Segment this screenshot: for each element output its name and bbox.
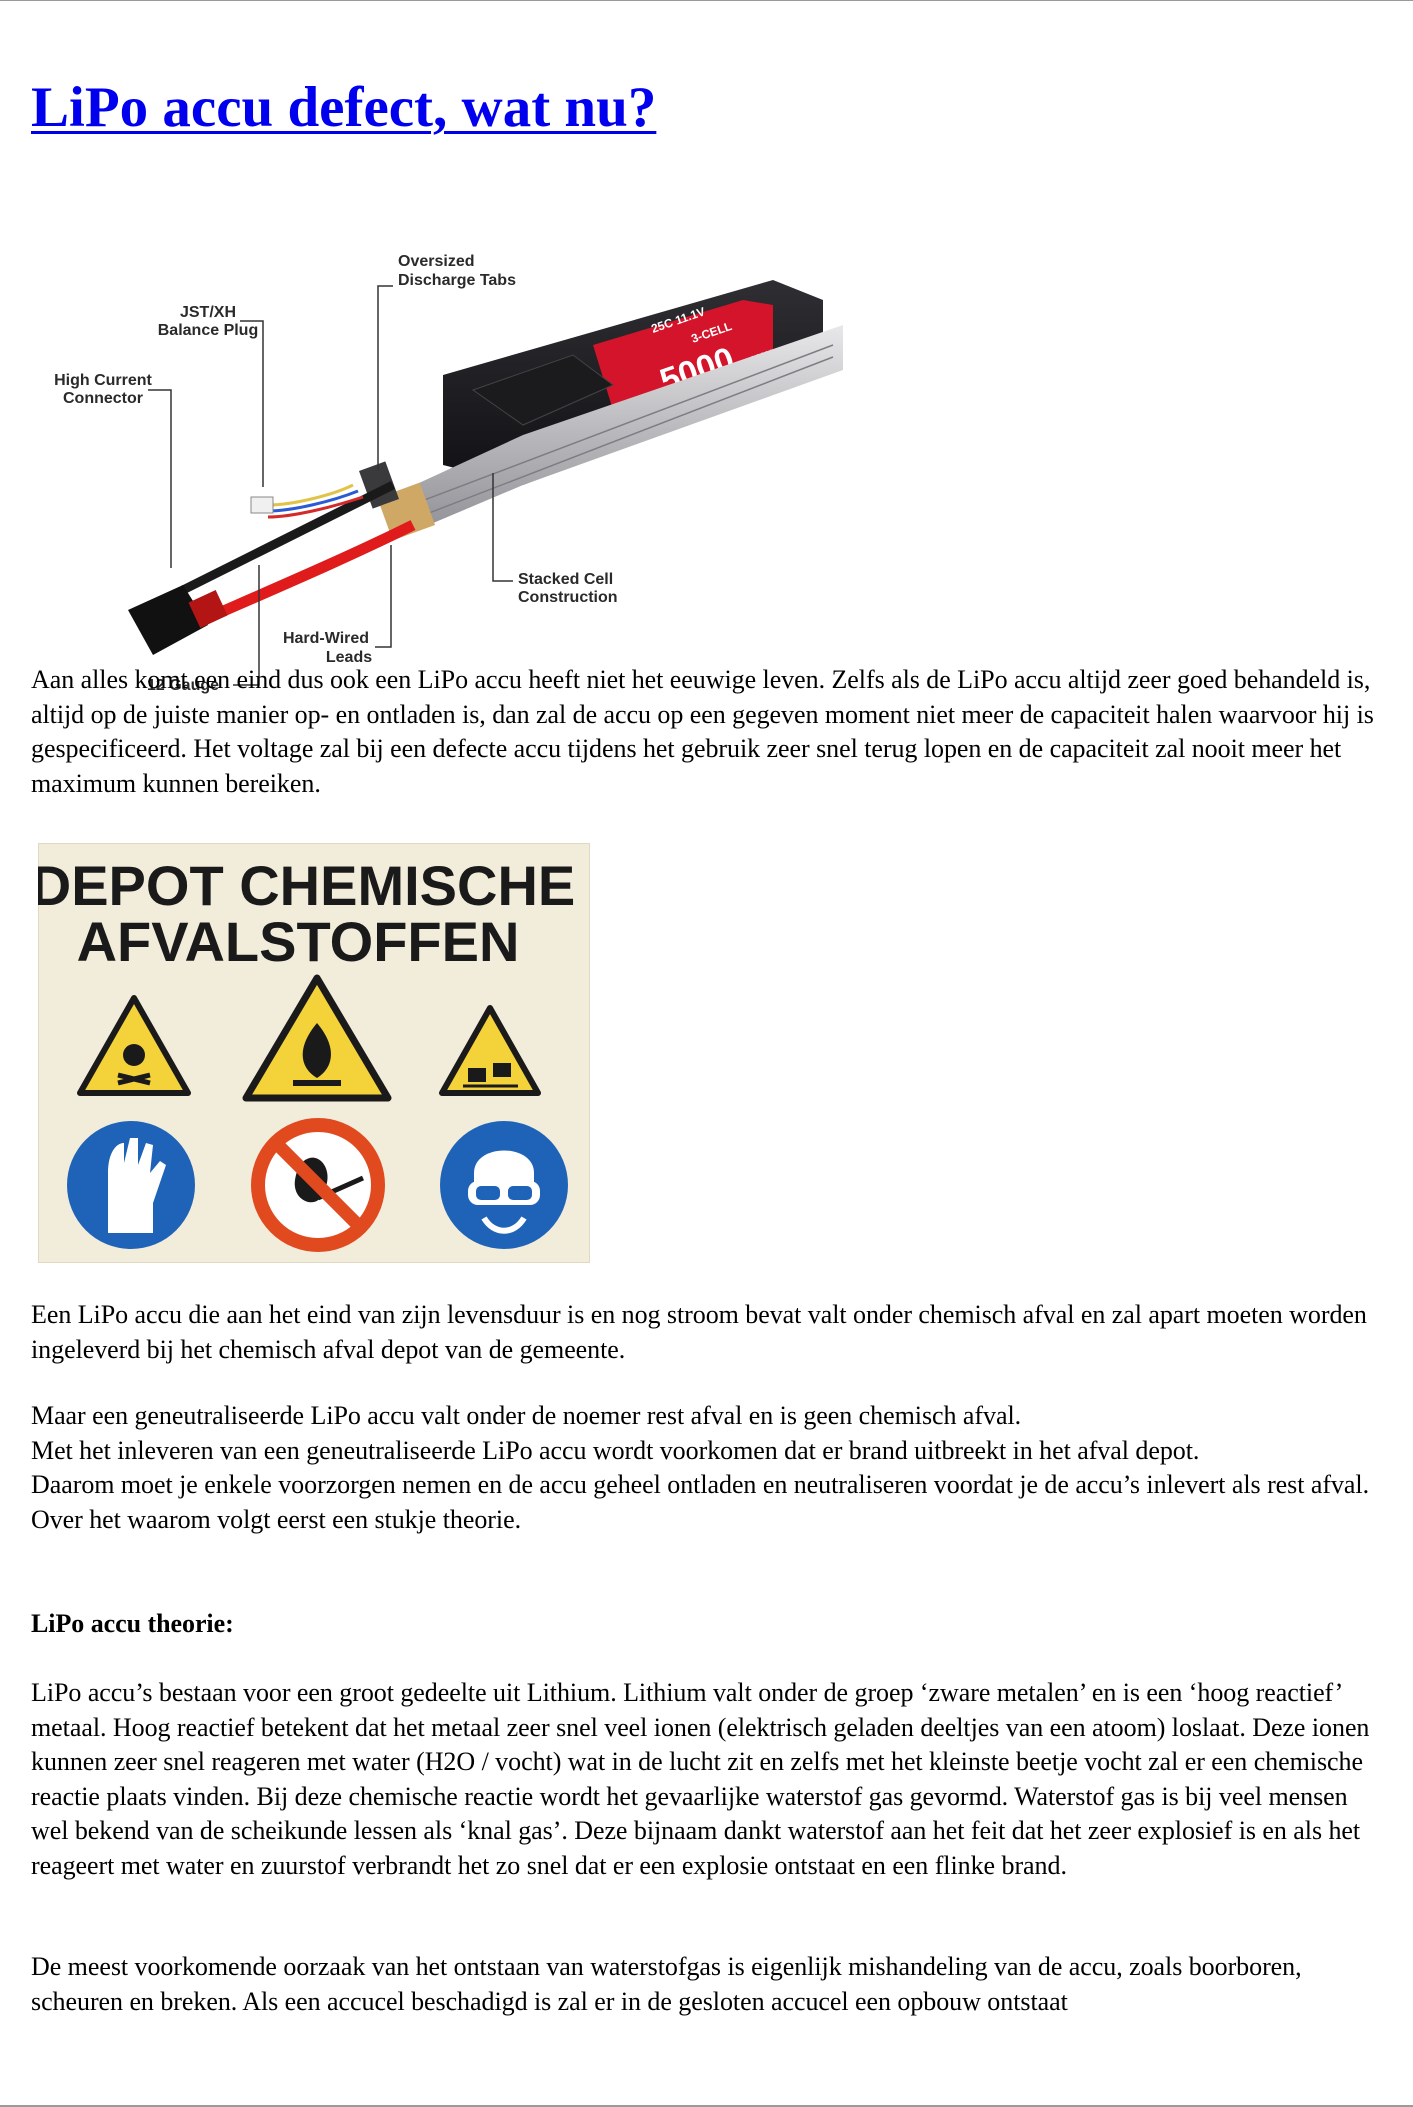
page-title: LiPo accu defect, wat nu? — [31, 70, 1381, 146]
stacked-cells — [393, 325, 843, 540]
neutralize-line-2: Met het inleveren van een geneutraliseer… — [31, 1435, 1200, 1465]
chemical-waste-sign: DEPOT CHEMISCHE AFVALSTOFFEN — [38, 843, 590, 1263]
section-heading-theory: LiPo accu theorie: — [31, 1609, 234, 1638]
neutralize-line-3: Daarom moet je enkele voorzorgen nemen e… — [31, 1470, 1370, 1534]
sign-title-line2: AFVALSTOFFEN — [77, 910, 520, 973]
label-connector-2: Connector — [63, 390, 143, 407]
label-balance-plug-1: JST/XH — [180, 304, 236, 321]
pack-label — [593, 300, 773, 410]
high-current-connector — [128, 585, 208, 655]
cause-paragraph: De meest voorkomende oorzaak van het ont… — [31, 1952, 1302, 2016]
gloves-mandatory-icon — [67, 1121, 195, 1249]
label-gauge: 12 Gauge — [147, 677, 219, 694]
label-connector-1: High Current — [54, 372, 152, 389]
article: LiPo accu defect, wat nu? 5000 MAH 25C 1… — [31, 70, 1381, 2016]
label-stacked-1: Stacked Cell — [518, 571, 613, 588]
toxic-warning-icon — [77, 995, 191, 1096]
black-lead — [180, 480, 396, 595]
sign-title-line1: DEPOT CHEMISCHE — [38, 854, 575, 917]
neutralize-paragraph: Maar een geneutraliseerde LiPo accu valt… — [31, 1399, 1383, 1537]
label-discharge-tabs-2: Discharge Tabs — [398, 272, 516, 289]
label-discharge-tabs-1: Oversized — [398, 253, 474, 270]
label-leads-1: Hard-Wired — [283, 630, 369, 647]
theory-paragraph: LiPo accu’s bestaan voor een groot gedee… — [31, 1678, 1370, 1880]
corrosive-warning-icon — [439, 1005, 541, 1096]
neutralize-line-1: Maar een geneutraliseerde LiPo accu valt… — [31, 1401, 1022, 1430]
top-border — [0, 0, 1413, 1]
label-leads-2: Leads — [326, 649, 372, 666]
bottom-border — [0, 2105, 1413, 2107]
goggles-mandatory-icon — [440, 1121, 568, 1249]
balance-plug — [250, 496, 274, 514]
label-balance-plug-2: Balance Plug — [158, 322, 258, 339]
page-title-link[interactable]: LiPo accu defect, wat nu? — [31, 76, 657, 139]
intro-paragraph: Aan alles komt een eind dus ook een LiPo… — [31, 665, 1374, 798]
red-lead — [200, 520, 416, 626]
chemical-waste-paragraph: Een LiPo accu die aan het eind van zijn … — [31, 1300, 1367, 1364]
no-fire-icon — [251, 1118, 385, 1252]
flammable-warning-icon — [242, 974, 392, 1102]
peeled-wrapper — [471, 354, 614, 426]
label-stacked-2: Construction — [518, 589, 618, 606]
lipo-battery-diagram: 5000 MAH 25C 11.1V 3-CELL — [54, 253, 843, 694]
